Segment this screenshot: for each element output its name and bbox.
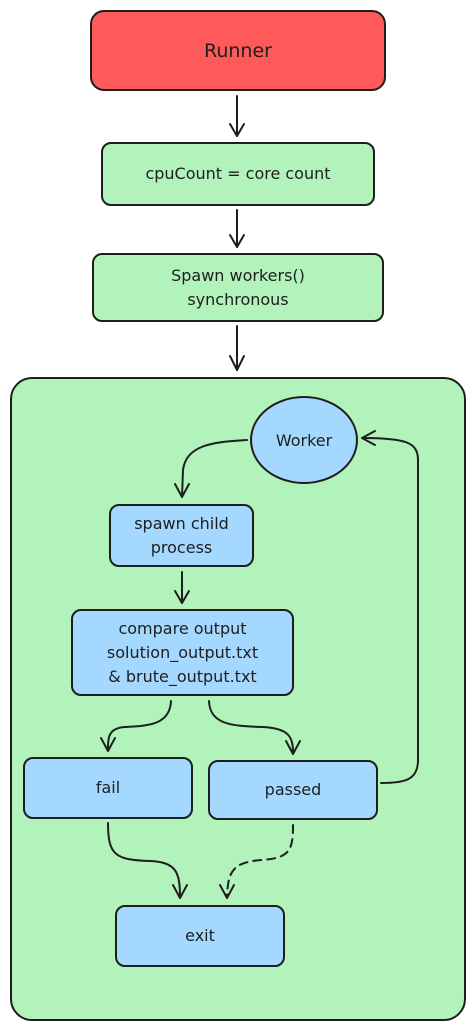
edge-compare-to-passed [208, 700, 301, 755]
spawn-workers-node: Spawn workers() synchronous [92, 253, 384, 322]
compare-output-node: compare output solution_output.txt & bru… [71, 609, 294, 696]
edge-passed-to-worker [361, 430, 419, 784]
edge-spawnworkers-to-container [229, 325, 245, 371]
edge-compare-to-fail [100, 700, 172, 752]
exit-node: exit [115, 905, 285, 967]
worker-node: Worker [250, 396, 358, 484]
spawn-child-node: spawn child process [109, 504, 254, 567]
edge-passed-to-exit [219, 824, 294, 899]
fail-node: fail [23, 757, 193, 819]
edge-runner-to-cpucount [229, 95, 245, 137]
runner-node: Runner [90, 10, 386, 91]
cpu-count-node: cpuCount = core count [101, 142, 375, 206]
edge-spawnchild-to-compare [174, 571, 190, 604]
edge-worker-to-spawnchild [174, 439, 248, 498]
edge-fail-to-exit [107, 822, 188, 899]
edge-cpucount-to-spawnworkers [229, 209, 245, 248]
passed-node: passed [208, 760, 378, 820]
